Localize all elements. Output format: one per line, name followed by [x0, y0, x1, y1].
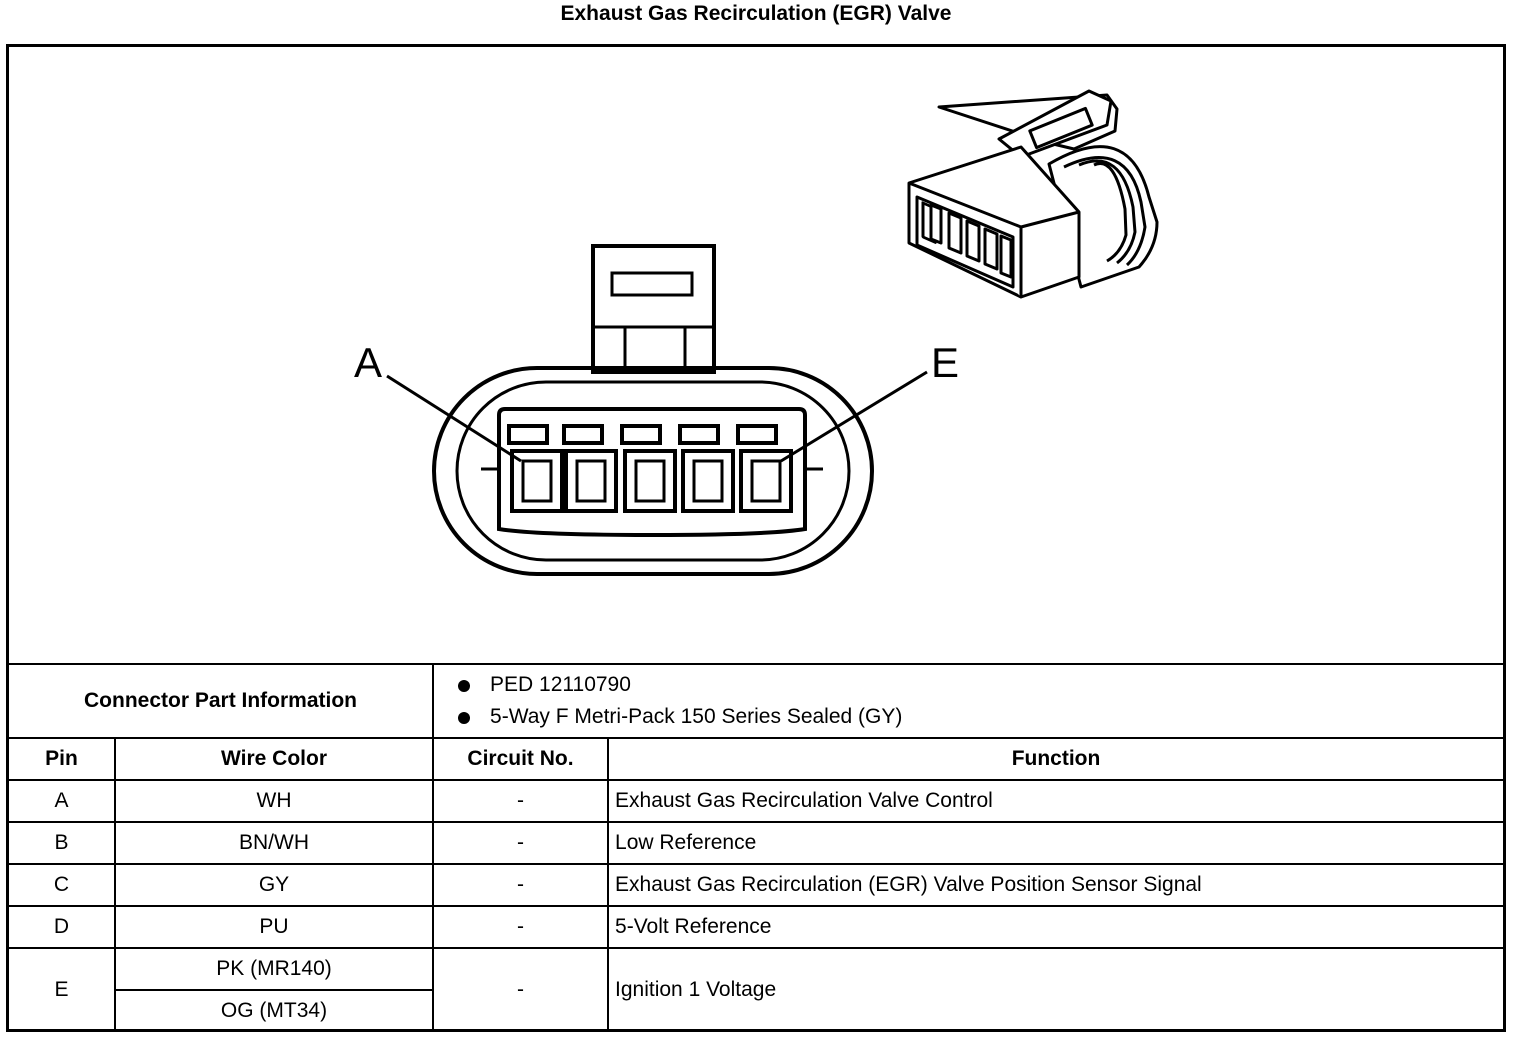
connector-body — [432, 366, 874, 576]
wire-color-cell: OG (MT34) — [115, 989, 434, 1031]
connector-diagram: A E — [9, 47, 1503, 663]
pin-cell: E — [9, 947, 116, 1032]
header-pin: Pin — [9, 737, 116, 781]
connector-info-row: Connector Part Information PED 12110790 … — [9, 663, 1504, 739]
pin-cavities — [507, 424, 793, 513]
pin-cell: C — [9, 863, 116, 907]
circuit-cell: - — [432, 905, 610, 949]
function-cell: 5-Volt Reference — [607, 905, 1504, 949]
latch-tab — [591, 244, 716, 374]
circuit-cell: - — [432, 821, 610, 865]
pin-cell: A — [9, 779, 116, 823]
connector-info-list: PED 12110790 5-Way F Metri-Pack 150 Seri… — [432, 663, 1504, 739]
pin-e-leader — [780, 370, 928, 463]
connector-info-item: 5-Way F Metri-Pack 150 Series Sealed (GY… — [458, 701, 1503, 733]
connector-info-item: PED 12110790 — [458, 669, 1503, 701]
table-header-row: Pin Wire Color Circuit No. Function — [9, 737, 1504, 781]
function-cell: Exhaust Gas Recirculation Valve Control — [607, 779, 1504, 823]
wire-color-cell: WH — [113, 779, 435, 823]
wire-color-cell: BN/WH — [113, 821, 435, 865]
pin-a-leader — [386, 374, 522, 463]
header-function: Function — [607, 737, 1504, 781]
connector-face-drawing: A E — [354, 89, 1159, 576]
circuit-cell: - — [432, 863, 610, 907]
header-wire-color: Wire Color — [113, 737, 435, 781]
table-row: D PU - 5-Volt Reference — [9, 905, 1504, 949]
pin-cell: D — [9, 905, 116, 949]
table-row: OG (MT34) — [9, 989, 1503, 1031]
pin-cell: B — [9, 821, 116, 865]
pin-e-label: E — [931, 339, 959, 386]
wire-color-cell: PK (MR140) — [113, 947, 435, 991]
function-cell: Ignition 1 Voltage — [607, 947, 1504, 1032]
wire-color-cell: PU — [113, 905, 435, 949]
function-cell: Low Reference — [607, 821, 1504, 865]
table-row: E PK (MR140) - Ignition 1 Voltage — [9, 947, 1504, 1032]
circuit-cell: - — [432, 779, 610, 823]
table-row: B BN/WH - Low Reference — [9, 821, 1504, 865]
function-cell: Exhaust Gas Recirculation (EGR) Valve Po… — [607, 863, 1504, 907]
pinout-table: Connector Part Information PED 12110790 … — [9, 663, 1504, 1032]
circuit-cell: - — [432, 947, 610, 1032]
table-row: A WH - Exhaust Gas Recirculation Valve C… — [9, 779, 1504, 823]
connector-isometric-illustration — [907, 89, 1159, 299]
table-row: C GY - Exhaust Gas Recirculation (EGR) V… — [9, 863, 1504, 907]
connector-frame: A E — [6, 44, 1506, 1032]
page-title: Exhaust Gas Recirculation (EGR) Valve — [560, 2, 952, 25]
header-circuit-no: Circuit No. — [432, 737, 610, 781]
connector-info-label: Connector Part Information — [9, 663, 435, 739]
pin-a-label: A — [354, 339, 382, 386]
wire-color-cell: GY — [113, 863, 435, 907]
